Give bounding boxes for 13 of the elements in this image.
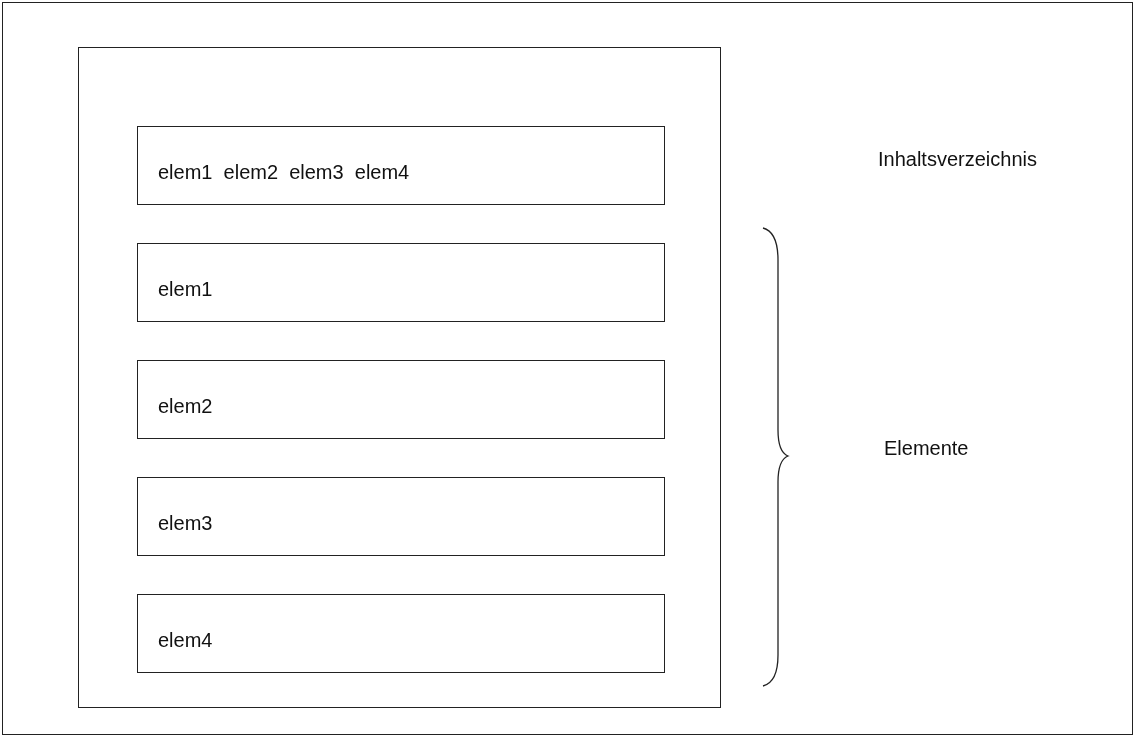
side-label: Elemente bbox=[884, 437, 969, 460]
section-box bbox=[137, 594, 665, 673]
section-box bbox=[137, 360, 665, 439]
box-text: elem1 elem2 elem3 elem4 bbox=[158, 160, 410, 184]
section-box bbox=[137, 126, 665, 205]
side-label: Inhaltsverzeichnis bbox=[878, 148, 1037, 171]
box-text: elem2 bbox=[158, 394, 213, 418]
box-text: elem1 bbox=[158, 277, 213, 301]
outer-box bbox=[78, 47, 721, 708]
section-box bbox=[137, 477, 665, 556]
box-text: elem4 bbox=[158, 628, 213, 652]
box-text: elem3 bbox=[158, 511, 213, 535]
section-box bbox=[137, 243, 665, 322]
